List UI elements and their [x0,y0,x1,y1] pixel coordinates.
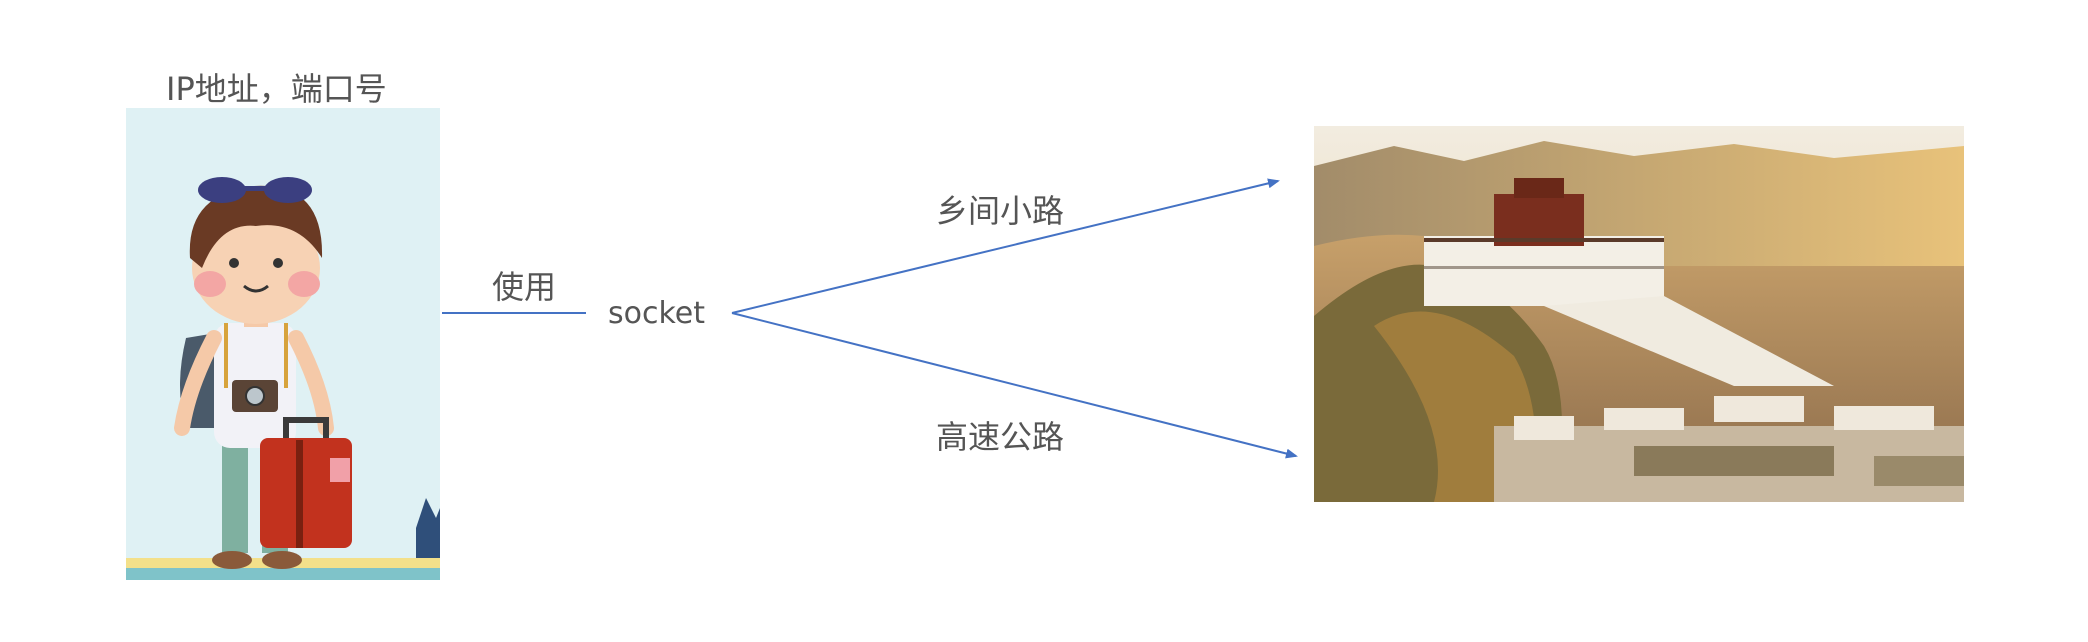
palace-red-section [1494,194,1584,246]
hair [189,185,323,268]
suitcase-icon [260,438,352,548]
use-label: 使用 [492,268,557,306]
left-leg [222,438,248,553]
lower-route-label: 高速公路 [936,418,1065,456]
lower-route-arrow [731,312,1298,459]
face [192,212,320,324]
palace-white-section [1424,236,1664,306]
sunglasses-icon [198,177,246,203]
traveler-illustration [126,108,440,580]
ground-base [126,568,440,580]
socket-label: socket [608,296,706,331]
upper-route-arrow [731,178,1280,314]
upper-route-label: 乡间小路 [936,192,1065,230]
destination-photo [1314,126,1964,502]
left-shoe [212,551,252,569]
right-shoe [262,551,302,569]
traveler-label: IP地址，端口号 [166,70,387,108]
